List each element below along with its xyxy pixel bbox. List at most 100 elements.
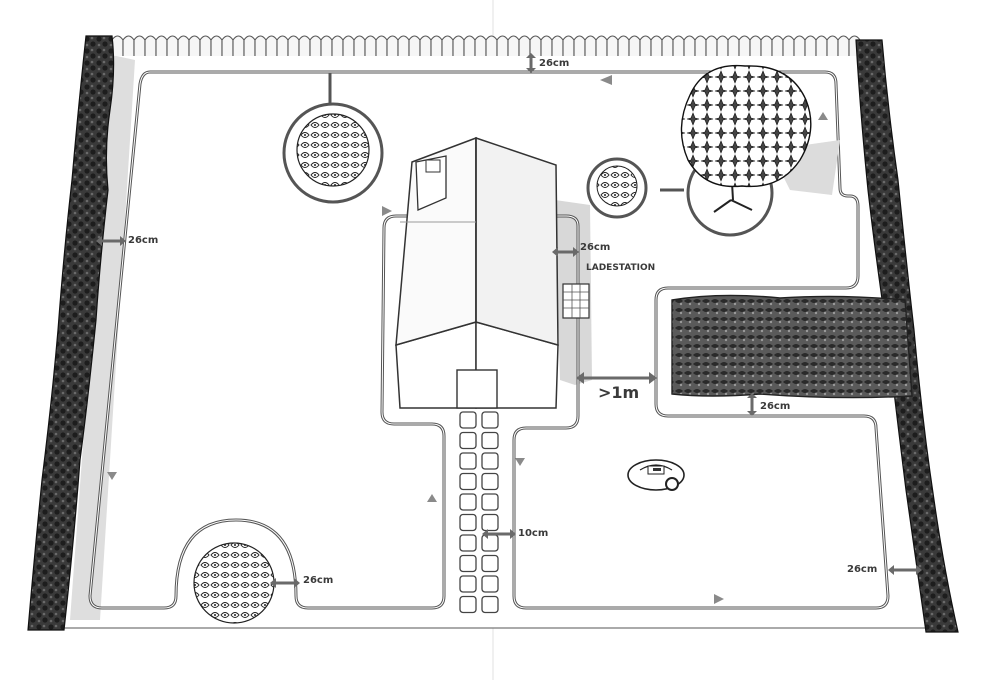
fence-picket [496, 35, 509, 56]
label-left-distance: 26cm [128, 235, 158, 246]
stepping-stone [459, 534, 477, 552]
stepping-stone [481, 534, 499, 552]
hedge-left-shadow [70, 55, 135, 620]
arrow-right-icon [714, 594, 724, 604]
fence-picket [617, 35, 630, 56]
fence-picket [584, 35, 597, 56]
fence-picket [727, 35, 740, 56]
bush-island-small [586, 157, 648, 219]
label-top-distance: 26cm [539, 58, 569, 69]
tree-island [680, 64, 840, 237]
fence-picket [133, 35, 146, 56]
hedge-block-icon [671, 294, 913, 399]
fence-picket [518, 35, 531, 56]
direction-arrows [107, 75, 828, 604]
stepping-stone [481, 493, 499, 511]
stepping-stone [459, 452, 477, 470]
label-passage-width: >1m [598, 383, 639, 402]
fence-picket [628, 35, 641, 56]
stepping-stone [459, 431, 477, 450]
stepping-stone [481, 472, 499, 491]
fence-picket [639, 35, 652, 56]
bush-bottom [193, 542, 275, 624]
bush-icon [596, 165, 638, 207]
fence-picket [815, 35, 828, 56]
fence-picket [441, 35, 454, 56]
arrow-up-icon [818, 112, 828, 120]
stepping-stone [481, 575, 499, 593]
fence-picket [221, 35, 234, 56]
tree-icon [680, 64, 812, 188]
fence-picket [386, 35, 399, 56]
fence-picket [793, 35, 806, 56]
fence-picket [375, 35, 388, 56]
fence-picket [364, 35, 377, 56]
fence-picket [353, 35, 366, 56]
fence-picket [705, 35, 718, 56]
fence-picket [760, 35, 773, 56]
stepping-stone [459, 513, 477, 532]
fence-picket [716, 35, 729, 56]
bush-island-top-left [282, 102, 384, 204]
fence-picket [210, 35, 223, 56]
fence-picket [419, 35, 432, 56]
fence-picket [287, 35, 300, 56]
fence-picket [826, 35, 839, 56]
arrow-right-icon [382, 206, 392, 216]
label-bush-distance: 26cm [303, 575, 333, 586]
fence-picket [694, 35, 707, 56]
fence-picket [155, 35, 168, 56]
fence-picket [452, 35, 465, 56]
fence-picket [342, 35, 355, 56]
fence-picket [606, 35, 619, 56]
stepping-stone [481, 513, 499, 532]
label-hedge-distance: 26cm [760, 401, 790, 412]
measure-arrowheads [96, 53, 922, 588]
stepping-stone [481, 554, 499, 573]
robot-mower-icon [627, 459, 685, 491]
arrow-down-icon [515, 458, 525, 466]
fence-picket [232, 35, 245, 56]
fence-picket [397, 35, 410, 56]
house-door [456, 369, 498, 409]
fence-picket [771, 35, 784, 56]
fence-picket [474, 35, 487, 56]
fence-picket [463, 35, 476, 56]
fence-picket [551, 35, 564, 56]
fence-picket [430, 35, 443, 56]
fence-picket [672, 35, 685, 56]
fence-picket [507, 35, 520, 56]
fence-picket [837, 35, 850, 56]
fence-icon [110, 35, 861, 56]
fence-picket [199, 35, 212, 56]
fence-picket [265, 35, 278, 56]
stepping-stones-icon [459, 411, 499, 614]
fence-picket [188, 35, 201, 56]
fence-picket [650, 35, 663, 56]
fence-picket [298, 35, 311, 56]
fence-picket [749, 35, 762, 56]
fence-picket [144, 35, 157, 56]
fence-picket [254, 35, 267, 56]
fence-picket [782, 35, 795, 56]
fence-picket [540, 35, 553, 56]
arrow-left-icon [600, 75, 612, 85]
measure-arrows [100, 57, 920, 585]
arrow-up-icon [427, 494, 437, 502]
label-house-distance: 26cm [580, 242, 610, 253]
label-path-distance: 10cm [518, 528, 548, 539]
fence-picket [683, 35, 696, 56]
stepping-stone [459, 493, 477, 511]
label-charging-station: LADESTATION [586, 263, 655, 273]
fence-picket [661, 35, 674, 56]
fence-picket [804, 35, 817, 56]
bush-icon [193, 542, 275, 624]
fence-picket [408, 35, 421, 56]
fence-picket [276, 35, 289, 56]
fence-picket [529, 35, 542, 56]
fence-picket [573, 35, 586, 56]
stepping-stone [459, 411, 477, 429]
fence-picket [243, 35, 256, 56]
